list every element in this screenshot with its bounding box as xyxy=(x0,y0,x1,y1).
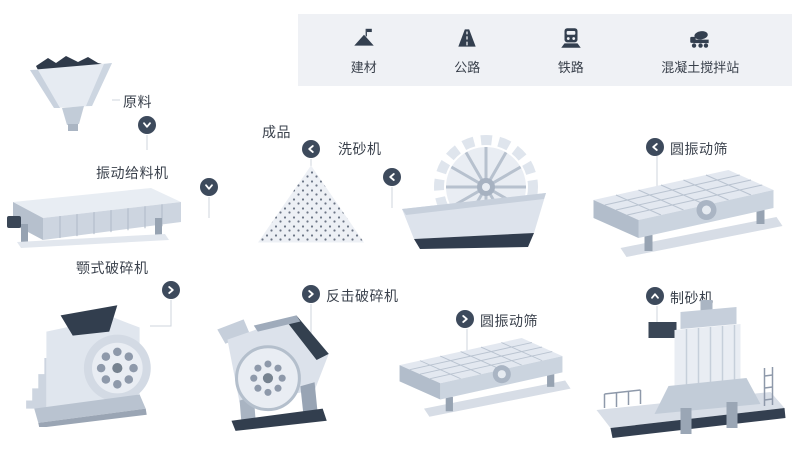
category-label: 铁路 xyxy=(557,59,584,75)
screen-top-label: 圆振动筛 xyxy=(670,141,728,157)
sand-washer-label: 洗砂机 xyxy=(338,141,382,157)
raw-material-label: 原料 xyxy=(123,94,152,110)
chevron-left-icon xyxy=(308,145,314,153)
screen-bottom-label: 圆振动筛 xyxy=(480,313,538,329)
vibrating-feeder-label: 振动给料机 xyxy=(96,165,169,181)
category-building-materials[interactable]: 建材 xyxy=(351,25,377,76)
building-materials-icon xyxy=(353,28,374,46)
circular-vibrating-screen-top-illustration xyxy=(576,162,791,262)
category-label: 公路 xyxy=(454,59,481,75)
flow-arrow-badge xyxy=(302,285,320,303)
finished-product-label: 成品 xyxy=(262,124,291,140)
chevron-right-icon xyxy=(308,290,314,298)
category-concrete-plant[interactable]: 混凝土搅拌站 xyxy=(661,25,739,76)
flow-arrow-badge xyxy=(200,178,218,196)
category-label: 混凝土搅拌站 xyxy=(661,59,740,75)
category-highway[interactable]: 公路 xyxy=(454,25,480,76)
chevron-up-icon xyxy=(651,293,659,299)
chevron-right-icon xyxy=(168,286,174,294)
category-label: 建材 xyxy=(350,59,377,75)
flow-arrow-badge xyxy=(383,168,401,186)
industry-category-bar: 建材 公路 铁路 xyxy=(298,14,792,86)
flow-arrow-badge xyxy=(162,281,180,299)
chevron-down-icon xyxy=(205,184,213,190)
vibrating-feeder-illustration xyxy=(5,182,190,257)
chevron-down-icon xyxy=(143,122,151,128)
concrete-mixing-plant-icon xyxy=(690,30,709,48)
impact-crusher-label: 反击破碎机 xyxy=(326,288,399,304)
chevron-right-icon xyxy=(462,315,468,323)
finished-product-illustration xyxy=(256,160,366,248)
sand-washer-illustration xyxy=(398,135,548,250)
flow-arrow-badge xyxy=(302,140,320,158)
railway-icon xyxy=(560,27,581,48)
chevron-left-icon xyxy=(389,173,395,181)
flow-arrow-badge xyxy=(138,116,156,134)
sand-maker-illustration xyxy=(586,298,791,448)
flow-arrow-badge xyxy=(646,138,664,156)
highway-icon xyxy=(458,28,476,47)
category-railway[interactable]: 铁路 xyxy=(558,25,584,76)
jaw-crusher-illustration xyxy=(16,295,168,427)
chevron-left-icon xyxy=(652,143,658,151)
circular-vibrating-screen-bottom-illustration xyxy=(386,330,576,422)
jaw-crusher-label: 颚式破碎机 xyxy=(76,260,149,276)
flow-arrow-badge xyxy=(646,287,664,305)
impact-crusher-illustration xyxy=(195,295,347,432)
raw-material-illustration xyxy=(22,50,122,135)
flow-arrow-badge xyxy=(456,310,474,328)
